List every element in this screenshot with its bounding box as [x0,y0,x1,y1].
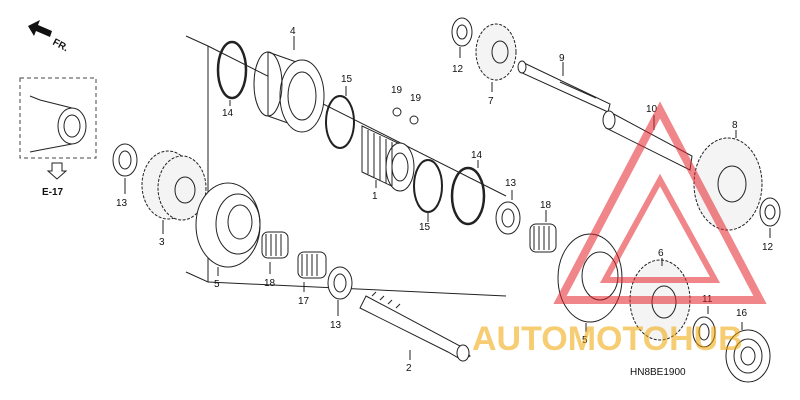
part-14-circlip-top: 14 [216,40,248,119]
part-15-ring-top: 15 [325,74,355,149]
part-17-bearing: 17 [297,251,327,307]
callout-label: 9 [559,53,565,64]
front-direction-arrow: FR. [28,20,70,54]
part-13-washer-right: 13 [495,178,521,235]
part-9-shaft: 9 [517,53,611,113]
callout-label: 12 [762,242,774,253]
diagram-code: HN8BE1900 [630,367,686,378]
part-4-drum: 4 [253,26,325,133]
part-19-rollers: 19 19 [391,85,422,125]
part-18-bearing-right: 18 [529,200,557,253]
reference-inset: E-17 [19,77,97,198]
part-14-circlip-middle: 14 [450,150,486,226]
section-reference: E-17 [42,187,64,198]
direction-label: FR. [51,37,71,54]
watermark-text: AUTOMOTOHUB [472,320,743,358]
callout-label: 17 [298,296,310,307]
callout-label: 14 [471,150,483,161]
part-10-shaft: 10 [602,104,693,171]
part-13-washer-middle: 13 [327,266,353,331]
callout-label: 18 [264,278,276,289]
part-16-bearing: 16 [725,308,771,383]
watermark-logo: AUTOMOTOHUB [472,101,767,358]
callout-label: 7 [488,96,494,107]
part-8-gear: 8 [693,120,763,231]
callout-label: 14 [222,108,234,119]
callout-label: 19 [410,93,422,104]
part-7-gear: 7 [475,23,517,107]
callout-label: 13 [330,320,342,331]
part-1-sprag: 1 [361,125,415,202]
reference-arrow-icon [46,162,68,180]
callout-label: 19 [391,85,403,96]
callout-label: 8 [732,120,738,131]
callout-label: 16 [736,308,748,319]
part-13-washer-left: 13 [112,143,138,209]
callout-label: 6 [658,248,664,259]
part-18-bearing-left: 18 [261,231,289,289]
callout-label: 12 [452,64,464,75]
callout-label: 5 [214,279,220,290]
part-3-gear: 3 [141,150,207,248]
part-12-washer-right: 12 [759,197,781,253]
part-2-shaft: 2 [359,291,471,374]
callout-label: 15 [419,222,431,233]
callout-label: 5 [582,335,588,346]
callout-label: 2 [406,363,412,374]
part-15-ring-lower: 15 [413,159,443,233]
callout-label: 4 [290,26,296,37]
callout-label: 3 [159,237,165,248]
callout-label: 15 [341,74,353,85]
callout-label: 13 [116,198,128,209]
part-5-hub-left: 5 [195,182,261,290]
callout-label: 18 [540,200,552,211]
callout-label: 13 [505,178,517,189]
part-12-washer-top: 12 [451,17,473,75]
callout-label: 10 [646,104,658,115]
callout-label: 1 [372,191,378,202]
